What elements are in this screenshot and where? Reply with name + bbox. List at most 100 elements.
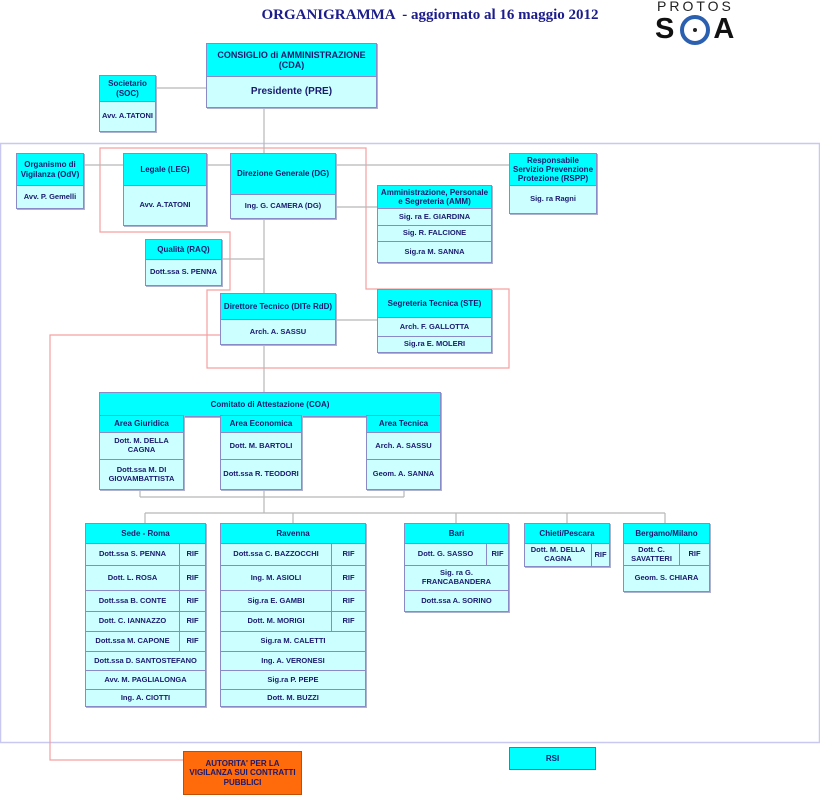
unit-box-rspp: Responsabile Servizio Prevenzione Protez… (509, 153, 597, 214)
member-row: Dott. M. BARTOLI (221, 433, 301, 460)
member-row: Presidente (PRE) (207, 77, 376, 107)
unit-header: Chieti/Pescara (525, 524, 609, 544)
unit-header: Responsabile Servizio Prevenzione Protez… (510, 154, 596, 186)
rsi-box: RSI (509, 747, 596, 770)
member-name: Sig.ra M. CALETTI (260, 636, 326, 646)
member-row: Sig.ra M. CALETTI (221, 632, 365, 652)
member-name: Dott. M. DELLA CAGNA (530, 545, 586, 563)
member-row: Geom. A. SANNA (367, 460, 440, 489)
rif-label: RIF (179, 544, 205, 565)
member-name: Presidente (PRE) (250, 86, 333, 98)
member-name: Dott. M. BUZZI (267, 692, 319, 702)
member-name: Ing. M. ASIOLI (250, 572, 302, 582)
unit-header: Organismo di Vigilanza (OdV) (17, 154, 83, 186)
member-row: Dott.ssa S. PENNA RIF (86, 544, 205, 566)
unit-box-leg: Legale (LEG)Avv. A.TATONI (123, 153, 207, 226)
member-row: Dott.ssa A. SORINO (405, 591, 508, 611)
member-row: Sig. ra E. GIARDINA (378, 209, 491, 226)
rif-label: RIF (331, 591, 365, 611)
member-name: Avv. A.TATONI (102, 111, 153, 121)
member-row: Ing. A. CIOTTI (86, 690, 205, 706)
staff-frame (99, 147, 510, 369)
unit-header: Area Giuridica (100, 416, 183, 433)
member-name: Dott.ssa M. DI GIOVAMBATTISTA (108, 464, 175, 483)
rif-label: RIF (679, 544, 709, 565)
rif-label: RIF (179, 566, 205, 590)
member-row: Arch. F. GALLOTTA (378, 318, 491, 337)
member-row: Dott.ssa C. BAZZOCCHI RIF (221, 544, 365, 566)
unit-box-cda: CONSIGLIO di AMMINISTRAZIONE (CDA) Presid… (206, 43, 377, 108)
member-name: Geom. A. SANNA (372, 469, 435, 479)
unit-box-odv: Organismo di Vigilanza (OdV) Avv. P. Geme… (16, 153, 84, 209)
unit-header: Bergamo/Milano (624, 524, 709, 544)
member-name: Avv. A.TATONI (139, 200, 191, 210)
member-row: Arch. A. SASSU (367, 433, 440, 460)
member-name: Dott.ssa D. SANTOSTEFANO (94, 655, 197, 665)
unit-box-raq: Qualità (RAQ) Dott.ssa S. PENNA (145, 239, 222, 286)
unit-box-coa: Comitato di Attestazione (COA) (99, 392, 441, 417)
member-name: Arch. A. SASSU (375, 440, 432, 450)
unit-header: Qualità (RAQ) (146, 240, 221, 260)
unit-header: Ravenna (221, 524, 365, 544)
member-row: Sig.ra M. SANNA (378, 242, 491, 262)
member-name: Dott.ssa S. PENNA (98, 549, 167, 559)
member-name: Geom. S. CHIARA (634, 573, 699, 583)
member-name: Ing. A. VERONESI (261, 655, 325, 665)
member-row: Sig. ra Ragni (510, 186, 596, 213)
member-name: Dott. L. ROSA (107, 572, 158, 582)
member-row: Geom. S. CHIARA (624, 566, 709, 591)
member-name: Ing. G. CAMERA (DG) (244, 201, 322, 211)
member-row: Ing. A. VERONESI (221, 652, 365, 671)
member-row: Ing. M. ASIOLI RIF (221, 566, 365, 591)
unit-header: Sede - Roma (86, 524, 205, 544)
rif-label: RIF (591, 544, 609, 566)
logo-ring-icon (680, 14, 711, 45)
member-name: Dott.ssa R. TEODORI (223, 469, 299, 479)
member-row: Sig.ra E. MOLERI (378, 337, 491, 352)
rif-label: RIF (179, 632, 205, 651)
unit-box-amm: Amministrazione, Personale e Segreteria … (377, 185, 492, 263)
member-name: Sig. ra E. GIARDINA (398, 211, 471, 221)
member-name: Dott.ssa S. PENNA (149, 267, 218, 277)
member-row: Sig.ra P. PEPE (221, 671, 365, 690)
logo-protos-text: PROTOS (657, 0, 734, 14)
member-row: Dott.ssa D. SANTOSTEFANO (86, 652, 205, 671)
member-row: Sig. ra G. FRANCABANDERA (405, 566, 508, 591)
authority-link (49, 334, 220, 761)
unit-header: Amministrazione, Personale e Segreteria … (378, 186, 491, 209)
unit-header: Area Tecnica (367, 416, 440, 433)
unit-header: CONSIGLIO di AMMINISTRAZIONE (CDA) (207, 44, 376, 77)
member-name: Arch. A. SASSU (249, 326, 307, 336)
member-name: Dott. M. MORIGI (247, 616, 305, 626)
member-row: Ing. G. CAMERA (DG) (231, 195, 335, 218)
member-name: Dott. G. SASSO (417, 549, 474, 559)
member-row: Sig. R. FALCIONE (378, 226, 491, 242)
member-name: Avv. P. Gemelli (23, 191, 77, 201)
member-name: Dott.ssa B. CONTE (98, 595, 167, 605)
rif-label: RIF (331, 612, 365, 631)
member-name: Avv. M. PAGLIALONGA (104, 674, 187, 684)
member-name: Dott. M. DELLA CAGNA (114, 436, 169, 454)
rif-label: RIF (331, 544, 365, 565)
member-name: Sig.ra E. MOLERI (403, 339, 466, 349)
rif-label: RIF (331, 566, 365, 590)
member-name: Arch. F. GALLOTTA (399, 321, 470, 331)
member-name: Dott.ssa C. BAZZOCCHI (233, 549, 319, 559)
member-name: Sig. R. FALCIONE (402, 228, 467, 238)
unit-box-dg: Direzione Generale (DG)Ing. G. CAMERA (D… (230, 153, 336, 219)
member-row: Dott. M. MORIGI RIF (221, 612, 365, 632)
page-title: ORGANIGRAMMA - aggiornato al 16 maggio 2… (261, 7, 599, 23)
member-row: Avv. M. PAGLIALONGA (86, 671, 205, 690)
member-row: Dott. M. DELLA CAGNA (100, 433, 183, 460)
